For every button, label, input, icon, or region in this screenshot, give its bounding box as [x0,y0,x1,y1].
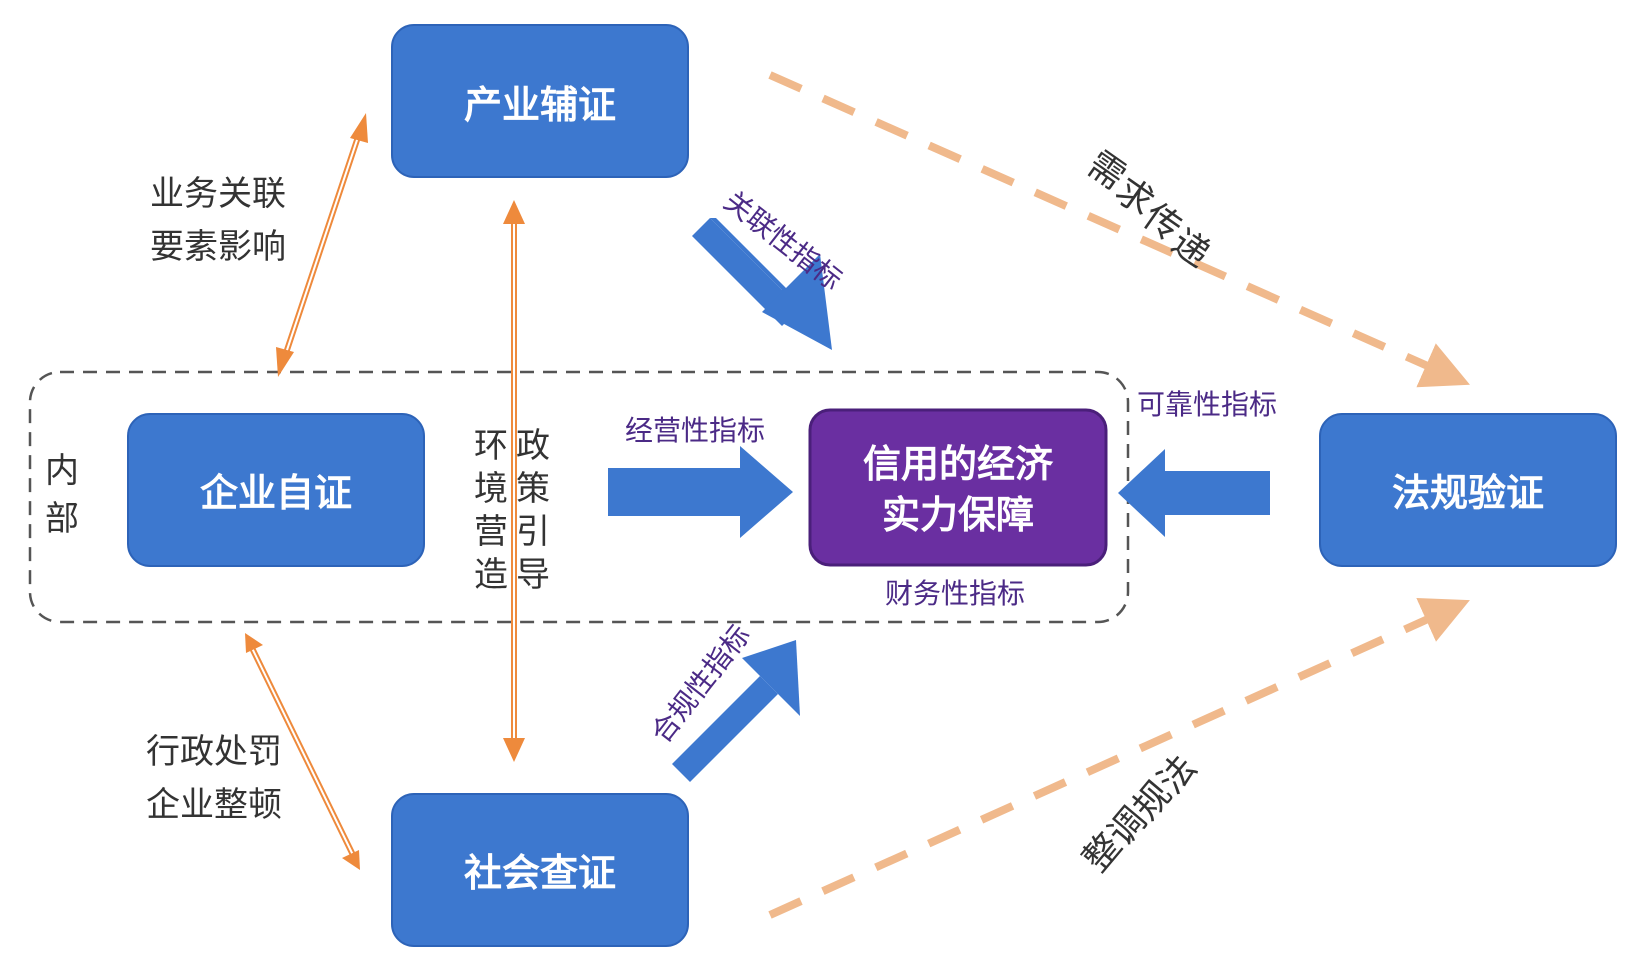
svg-text:引: 引 [516,512,550,552]
business-double-arrow [276,113,368,377]
boundary-label-1: 内 [45,451,79,491]
svg-text:境: 境 [474,469,508,509]
law-adjust-dashed-arrow [768,597,1470,919]
svg-text:造: 造 [474,555,508,595]
demand-dashed-arrow [768,71,1470,388]
policy-text: 政 策 引 导 [516,426,550,595]
compliance-block-arrow-body [672,676,778,782]
svg-text:策: 策 [516,469,550,509]
operational-block-arrow [608,446,793,538]
reliability-block-arrow [1118,449,1270,537]
correlation-block-arrow-body [692,218,800,326]
node-enterprise-label: 企业自证 [200,471,352,515]
penalty-double-arrow [245,633,360,870]
node-center[interactable]: 信用的经济 实力保障 [808,408,1108,567]
node-regulation-label: 法规验证 [1392,471,1544,515]
svg-text:导: 导 [516,555,550,595]
compliance-block-arrow-head [742,640,800,716]
svg-text:环: 环 [474,426,508,466]
business-label-line1: 业务关联 [150,174,286,214]
node-industry-label: 产业辅证 [464,83,616,127]
business-label-line2: 要素影响 [150,227,286,267]
reliability-indicator-label: 可靠性指标 [1137,388,1277,421]
boundary-label-2: 部 [45,499,79,539]
node-social[interactable]: 社会查证 [391,793,689,947]
correlation-block-arrow-head [762,254,832,350]
center-label-line1: 信用的经济 [863,442,1054,486]
node-industry[interactable]: 产业辅证 [391,24,689,178]
penalty-label-line2: 企业整顿 [146,785,282,825]
environment-text: 环 境 营 造 [474,426,508,595]
financial-indicator-label: 财务性指标 [885,577,1025,610]
node-regulation[interactable]: 法规验证 [1319,413,1617,567]
environment-double-arrow [503,200,525,762]
svg-text:政: 政 [516,426,550,466]
node-enterprise[interactable]: 企业自证 [127,413,425,567]
center-label-line2: 实力保障 [882,493,1034,537]
demand-text: 需 求 传 递 [1080,144,1217,276]
penalty-label-line1: 行政处罚 [146,732,282,772]
operational-indicator-label: 经营性指标 [625,414,765,447]
svg-text:营: 营 [474,512,508,552]
node-social-label: 社会查证 [464,851,616,895]
